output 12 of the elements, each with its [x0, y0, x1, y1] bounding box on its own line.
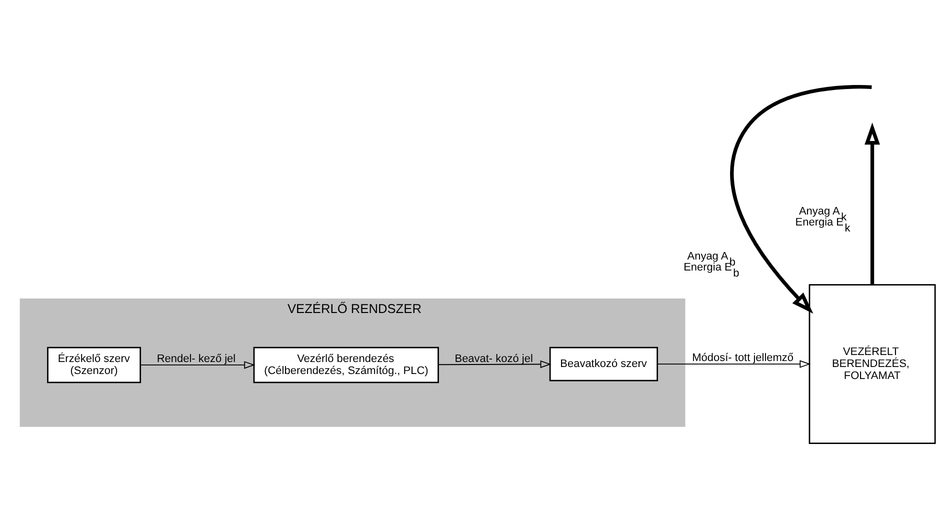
edge-label: Rendel- kező jel — [156, 352, 236, 365]
arrow — [140, 361, 256, 369]
arrow — [438, 360, 552, 368]
arrow — [730, 85, 872, 314]
node-box: Vezérlő berendezés (Célberendezés, Számítóg., PLC) — [253, 346, 439, 384]
node-box: Érzékelő szerv (Szenzor) — [47, 346, 142, 384]
arrow — [864, 122, 880, 285]
arrow — [657, 360, 811, 368]
node-box: VEZÉRELT BERENDEZÉS, FOLYAMAT — [808, 284, 936, 444]
edge-label: Módosí- tott jellemző — [692, 352, 794, 364]
edge-label: Beavat- kozó jel — [454, 352, 533, 365]
node-box: Beavatkozó szerv — [549, 346, 658, 382]
